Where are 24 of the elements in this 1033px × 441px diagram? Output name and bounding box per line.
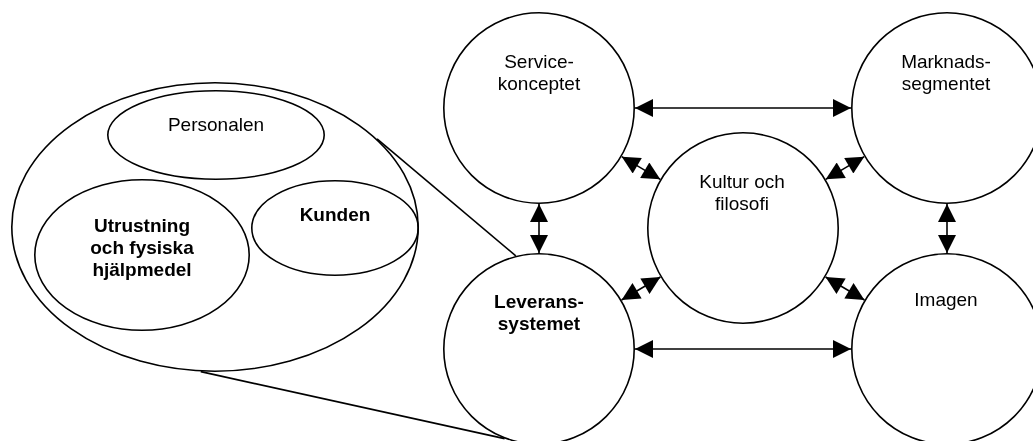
double-arrow — [620, 155, 662, 181]
ellipse-node — [251, 180, 419, 276]
double-arrow — [824, 276, 866, 301]
ellipse-node — [11, 82, 419, 372]
double-arrow — [824, 155, 866, 181]
node-label: Leverans- systemet — [493, 291, 585, 335]
circle-node — [647, 132, 839, 324]
node-label: Kunden — [298, 204, 372, 226]
double-arrow — [530, 203, 548, 254]
circle-node — [443, 12, 635, 204]
node-label: Service- konceptet — [496, 51, 582, 95]
double-arrow — [938, 203, 956, 254]
node-label: Personalen — [166, 114, 266, 136]
ellipse-node — [107, 90, 325, 180]
double-arrow — [634, 99, 852, 117]
double-arrow — [634, 340, 852, 358]
zoom-line — [199, 370, 506, 440]
node-label: Imagen — [913, 289, 979, 311]
node-label: Kultur och filosofi — [698, 171, 786, 215]
double-arrow — [620, 276, 662, 301]
zoom-line — [376, 138, 517, 257]
node-label: Marknads- segmentet — [900, 51, 992, 95]
ellipse-node — [34, 179, 250, 331]
node-label: Utrustning och fysiska hjälpmedel — [89, 215, 195, 281]
